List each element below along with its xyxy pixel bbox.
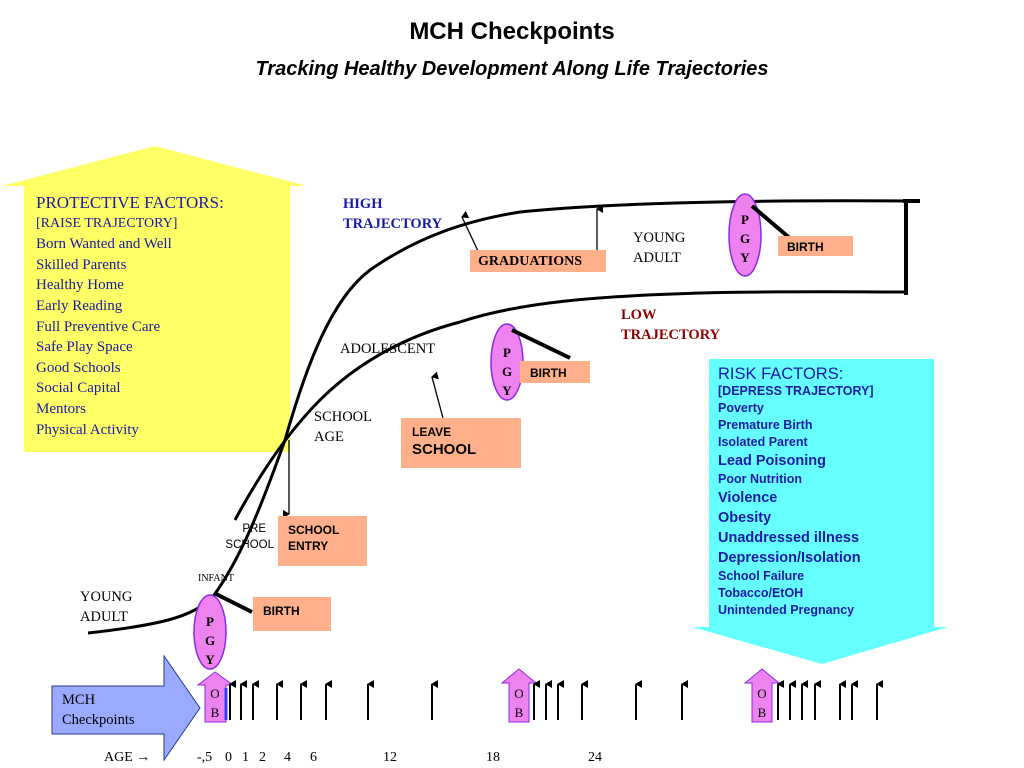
protective-item: Mentors bbox=[36, 400, 86, 417]
high-trajectory-label: HIGH TRAJECTORY bbox=[343, 196, 443, 232]
risk-item: Poverty bbox=[718, 401, 764, 415]
graduations-box: GRADUATIONS bbox=[470, 250, 606, 272]
age-tick: 0 bbox=[225, 750, 232, 765]
protective-item: Good Schools bbox=[36, 359, 121, 376]
school-age-label: SCHOOL AGE bbox=[314, 409, 373, 445]
protective-item: Social Capital bbox=[36, 380, 121, 397]
risk-item: Violence bbox=[718, 490, 778, 506]
age-tick: 12 bbox=[383, 750, 397, 765]
low-trajectory-label: LOW TRAJECTORY bbox=[621, 307, 721, 343]
leave-school-arrow bbox=[431, 371, 444, 419]
risk-item: Unaddressed illness bbox=[718, 530, 860, 546]
risk-item: Obesity bbox=[718, 510, 772, 526]
age-tick: 18 bbox=[486, 750, 500, 765]
pre-school-label: PRE SCHOOL bbox=[225, 523, 274, 551]
birth-connector-mid bbox=[511, 328, 571, 360]
young-adult-label-top: YOUNG ADULT bbox=[633, 230, 686, 266]
risk-item: Depression/Isolation bbox=[718, 550, 861, 566]
protective-item: Healthy Home bbox=[36, 277, 124, 294]
leave-school-box: LEAVE SCHOOL bbox=[401, 418, 521, 468]
page-title: MCH Checkpoints bbox=[409, 18, 615, 45]
birth-box-top: BIRTH bbox=[778, 236, 853, 256]
risk-item: Lead Poisoning bbox=[718, 453, 826, 469]
age-axis-label: AGE → bbox=[104, 750, 151, 765]
risk-item: School Failure bbox=[718, 569, 805, 583]
risk-item: Poor Nutrition bbox=[718, 472, 803, 486]
birth-connector-bottom bbox=[213, 591, 253, 614]
risk-item: Isolated Parent bbox=[718, 435, 808, 449]
risk-arrow-shape bbox=[692, 359, 948, 664]
age-tick: 4 bbox=[284, 750, 291, 765]
pgy-oval-top bbox=[728, 193, 762, 277]
protective-factors-title: PROTECTIVE FACTORS: bbox=[36, 193, 224, 212]
protective-item: Safe Play Space bbox=[36, 339, 133, 356]
protective-item: Early Reading bbox=[36, 297, 123, 314]
checkpoint-arrows bbox=[229, 680, 883, 720]
birth-box-mid: BIRTH bbox=[520, 361, 590, 383]
protective-factors-subtitle: [RAISE TRAJECTORY] bbox=[36, 215, 178, 231]
protective-item: Born Wanted and Well bbox=[36, 236, 172, 253]
risk-factors-panel: RISK FACTORS: [DEPRESS TRAJECTORY] Pover… bbox=[718, 366, 932, 619]
age-tick: 6 bbox=[310, 750, 317, 765]
protective-arrow-shape bbox=[2, 146, 307, 452]
page-subtitle: Tracking Healthy Development Along Life … bbox=[255, 58, 769, 80]
age-tick: 2 bbox=[259, 750, 266, 765]
low-trajectory-curve bbox=[233, 290, 906, 521]
birth-connector-top bbox=[750, 204, 794, 242]
risk-item: Tobacco/EtOH bbox=[718, 586, 804, 600]
risk-item: Unintended Pregnancy bbox=[718, 603, 855, 617]
young-adult-label-left: YOUNG ADULT bbox=[80, 589, 133, 625]
pgy-oval-bottom bbox=[193, 594, 227, 670]
age-tick: 24 bbox=[588, 750, 602, 765]
age-tick: -,5 bbox=[197, 750, 213, 765]
birth-box-bottom: BIRTH bbox=[253, 597, 331, 631]
risk-factors-title: RISK FACTORS: bbox=[718, 365, 844, 383]
school-entry-box: SCHOOL ENTRY bbox=[278, 516, 367, 566]
protective-item: Full Preventive Care bbox=[36, 318, 161, 335]
protective-factors-panel: PROTECTIVE FACTORS: [RAISE TRAJECTORY] B… bbox=[24, 193, 290, 440]
checkpoints-arrow-shape bbox=[51, 654, 201, 762]
age-tick: 1 bbox=[242, 750, 249, 765]
mch-checkpoints-label: MCH Checkpoints bbox=[62, 692, 135, 728]
adolescent-label: ADOLESCENT bbox=[340, 341, 436, 357]
risk-factors-subtitle: [DEPRESS TRAJECTORY] bbox=[718, 384, 874, 398]
risk-item: Premature Birth bbox=[718, 418, 813, 432]
protective-item: Physical Activity bbox=[36, 421, 139, 438]
protective-item: Skilled Parents bbox=[36, 256, 127, 273]
infant-label: INFANT bbox=[198, 573, 234, 584]
graduation-arrow-left bbox=[461, 210, 479, 252]
